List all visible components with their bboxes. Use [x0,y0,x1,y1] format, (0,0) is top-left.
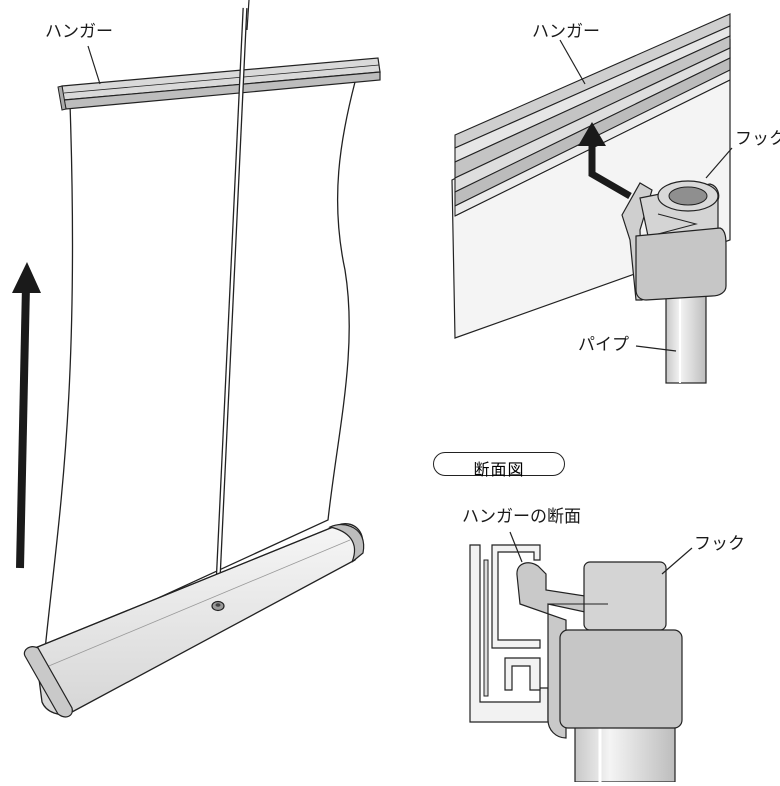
cross-section-illustration [469,531,693,783]
label-hanger-section: ハンガーの断面 [462,507,581,527]
hanger-cross-section [469,544,549,723]
label-hanger-detail: ハンガー [532,22,600,42]
label-hook-detail: フック [735,129,780,149]
label-hanger-main: ハンガー [45,22,113,42]
banner-sheet [44,81,356,652]
hook-cross-section [516,561,683,739]
hanger-bar [57,57,381,111]
label-hook-section: フック [694,534,745,554]
hanger-detail-illustration [451,13,733,384]
hook-3d [621,180,727,301]
section-title-pill: 断面図 [433,452,565,479]
pipe [665,294,707,384]
banner-stand-illustration [12,0,381,718]
banner-base [23,523,365,718]
label-section-title: 断面図 [473,460,525,479]
insert-hook-arrow [578,122,632,200]
label-pipe-detail: パイプ [578,335,629,355]
pull-up-arrow [12,262,41,569]
support-pole [214,0,250,605]
